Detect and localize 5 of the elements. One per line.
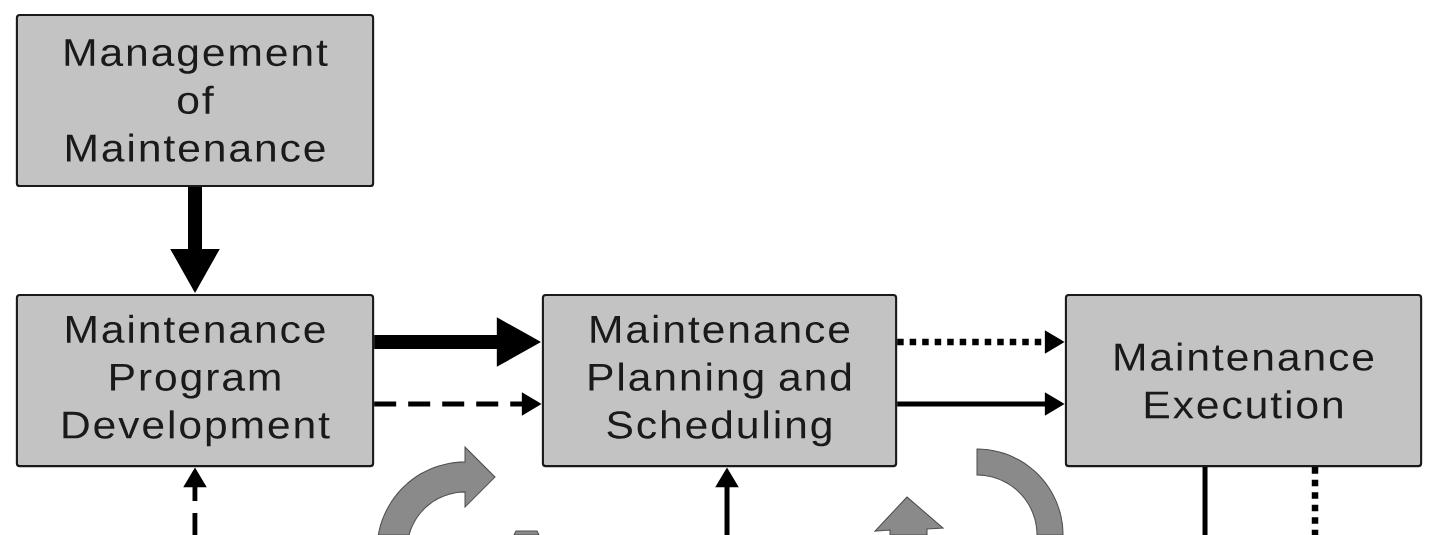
connector-line (1202, 467, 1208, 535)
process-box: Maintenance Program Development (15, 293, 375, 468)
process-box: Maintenance Planning and Scheduling (541, 293, 898, 468)
process-box: Maintenance Execution (1064, 293, 1423, 468)
process-box: Management of Maintenance (15, 13, 375, 188)
